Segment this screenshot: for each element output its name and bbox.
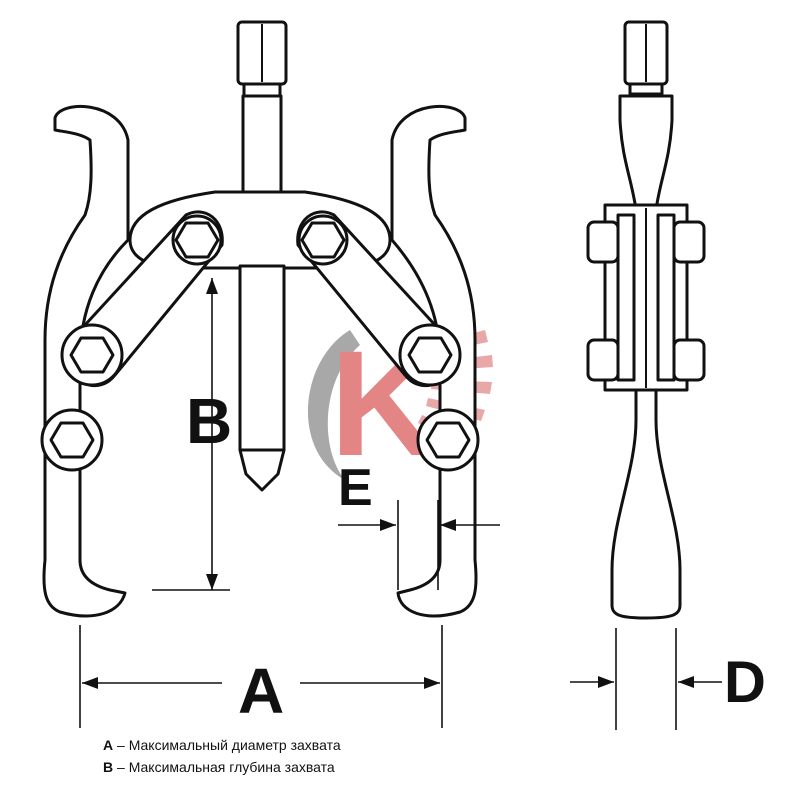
screw-tip	[238, 448, 286, 492]
dimension-d-label: D	[724, 650, 766, 715]
dimension-d: D	[570, 628, 766, 730]
dimension-e: E	[338, 459, 500, 590]
left-jaw	[42, 105, 130, 618]
hex-nut-left-upper	[60, 323, 124, 387]
legend-line-a: A – Максимальный диаметр захвата	[103, 737, 341, 753]
side-bolt-lower	[586, 338, 706, 382]
hex-nut-yoke-right	[297, 214, 349, 266]
hex-nut-right-upper	[398, 323, 462, 387]
screw-collar	[242, 82, 282, 98]
legend-separator-a: –	[113, 737, 129, 753]
front-view	[40, 20, 480, 618]
dimension-a-label: A	[238, 655, 284, 727]
hex-nut-right-lower	[416, 408, 480, 472]
side-bolt-upper	[586, 220, 706, 264]
legend-text-b: Максимальная глубина захвата	[128, 759, 335, 775]
screw-shaft-upper	[241, 94, 283, 198]
right-jaw	[390, 105, 478, 618]
dimension-a: A	[79, 625, 443, 728]
dimension-e-label: E	[338, 459, 373, 517]
legend-text-a: Максимальный диаметр захвата	[128, 737, 341, 753]
legend-key-a: A	[103, 737, 114, 753]
legend-separator-b: –	[113, 759, 129, 775]
dimension-b: B	[152, 278, 232, 591]
screw-shaft-lower	[238, 264, 286, 452]
side-view	[586, 20, 706, 620]
hex-nut-yoke-left	[171, 214, 223, 266]
hex-nut-left-lower	[40, 408, 104, 472]
legend-key-b: B	[103, 759, 114, 775]
dimension-b-label: B	[186, 385, 232, 457]
watermark-swoosh	[307, 330, 360, 480]
legend-line-b: B – Максимальная глубина захвата	[103, 759, 335, 775]
